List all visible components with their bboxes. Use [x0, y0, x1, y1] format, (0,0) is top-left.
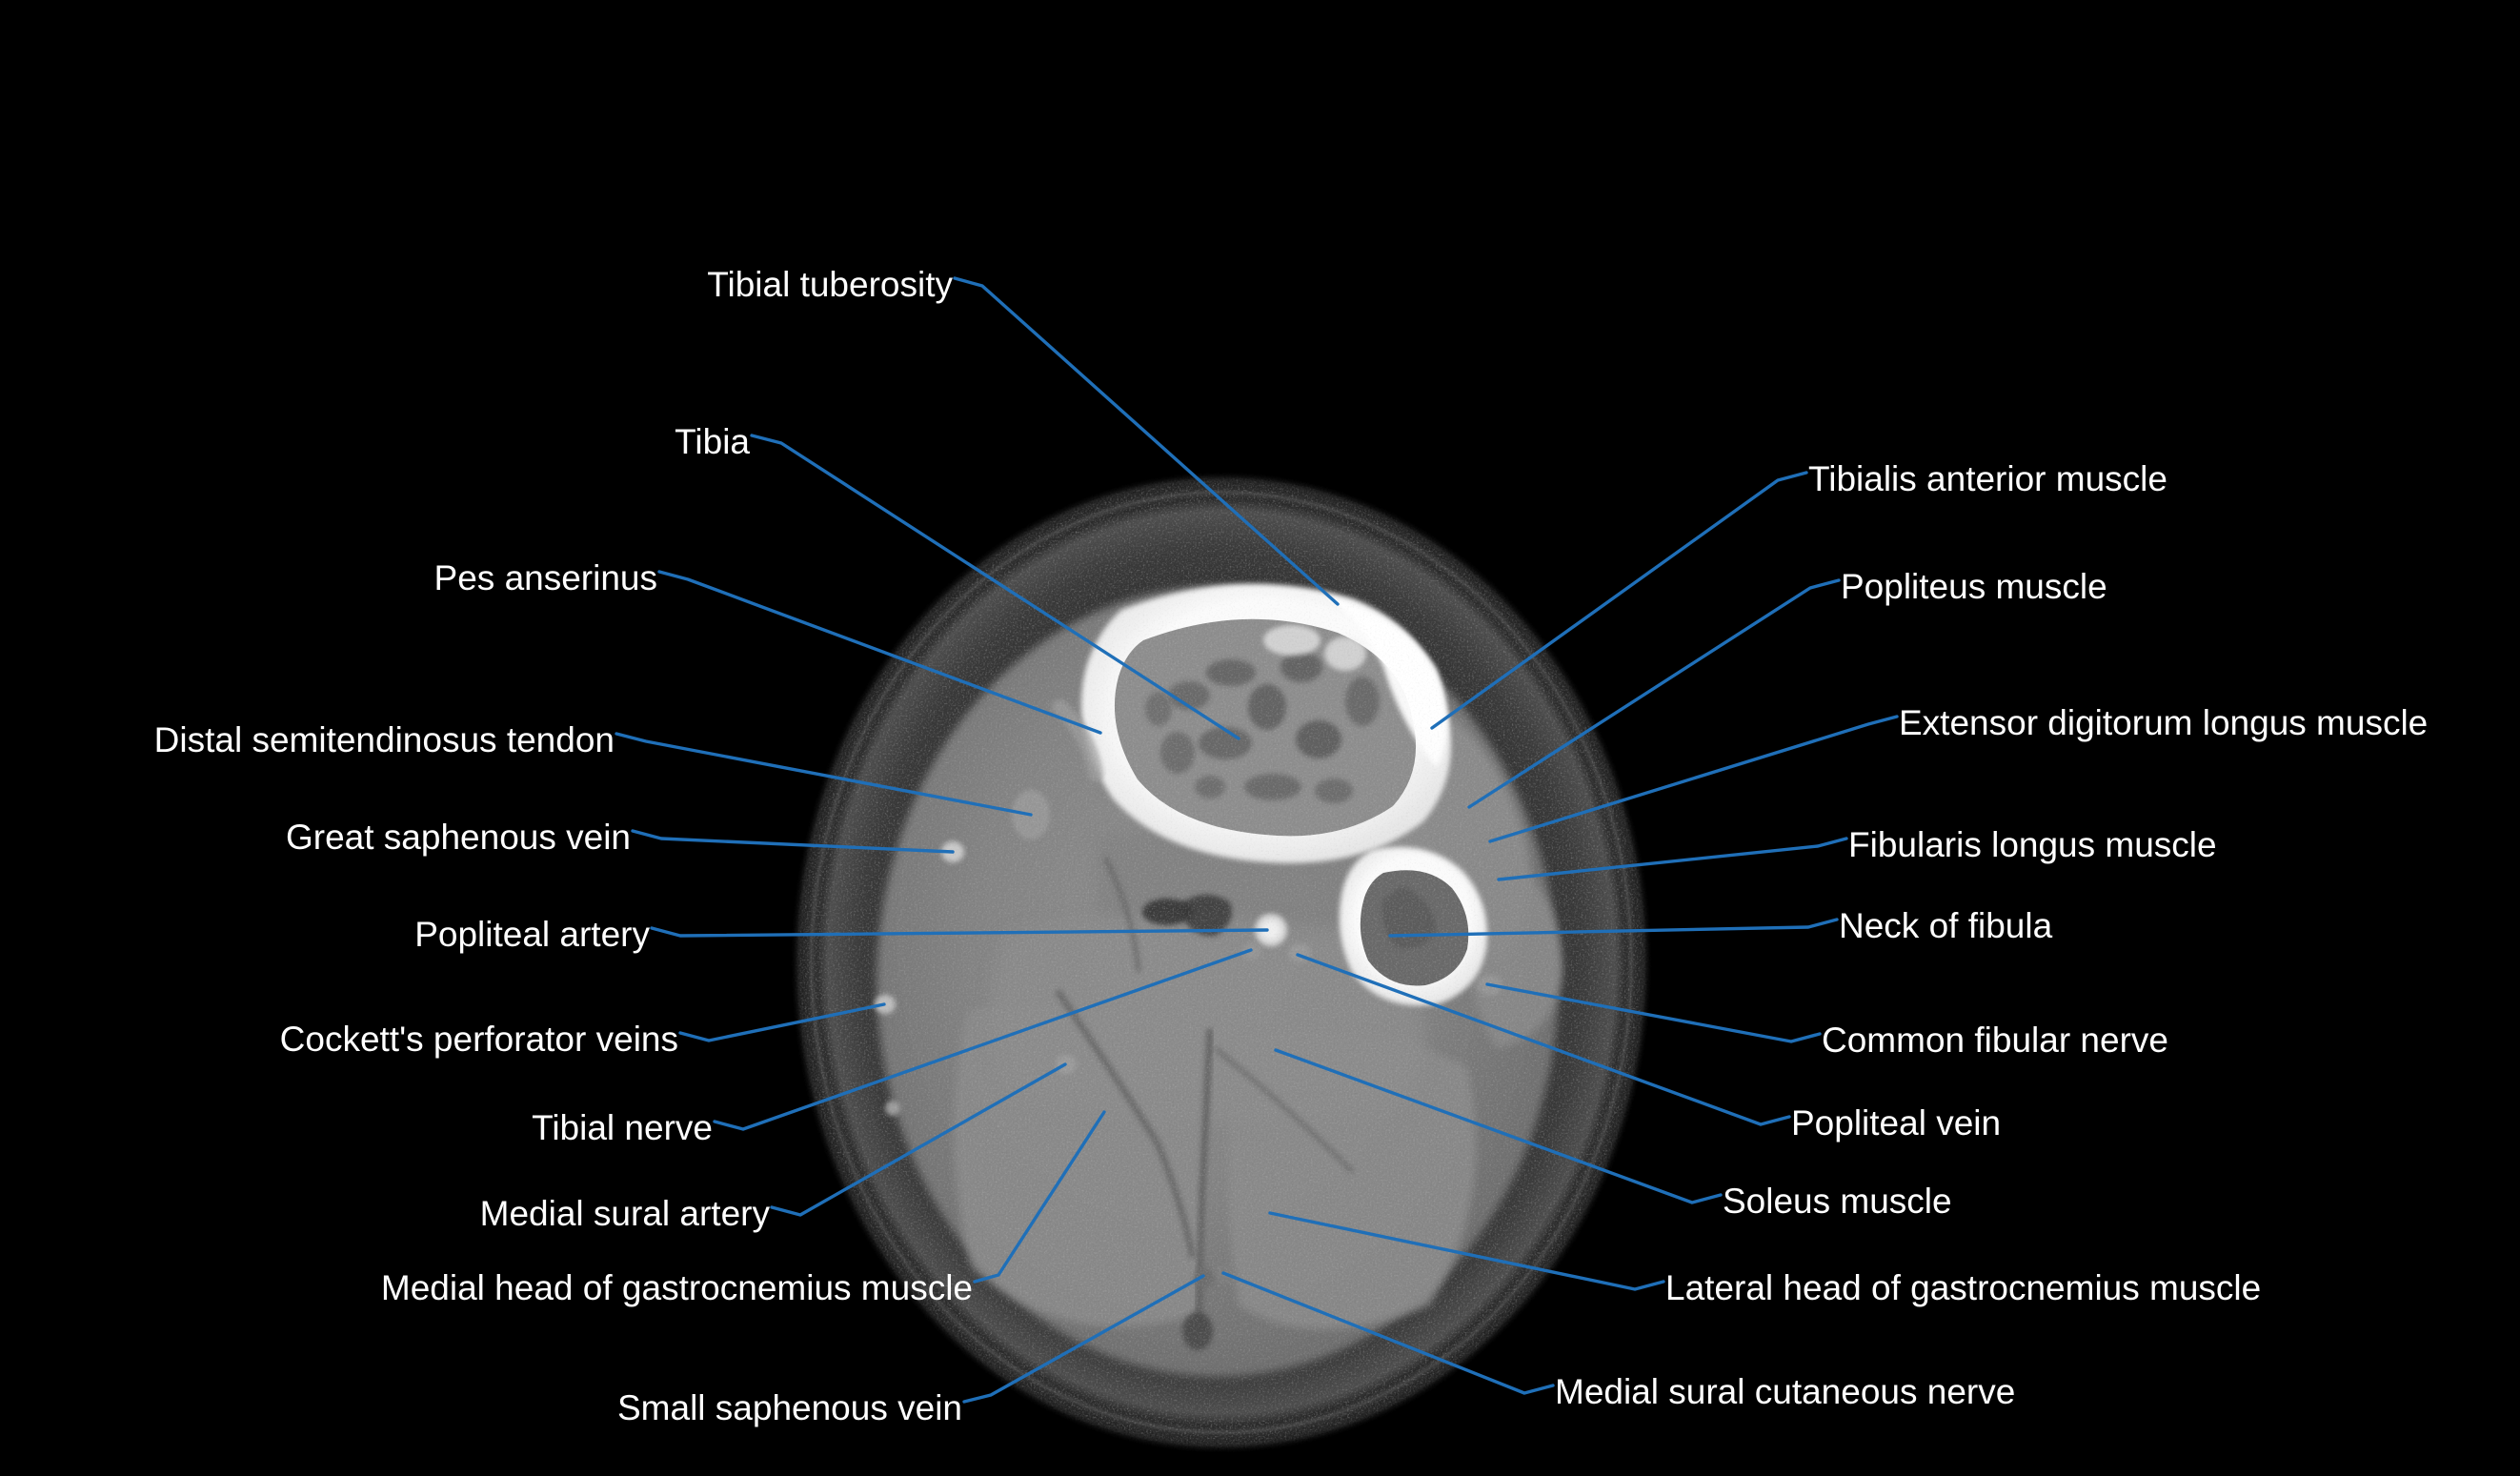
label-medial-head-of-gastrocnemius-muscle: Medial head of gastrocnemius muscle — [380, 1268, 973, 1307]
label-tibialis-anterior-muscle: Tibialis anterior muscle — [1808, 459, 2167, 498]
label-popliteus-muscle: Popliteus muscle — [1841, 567, 2107, 606]
label-medial-sural-cutaneous-nerve: Medial sural cutaneous nerve — [1555, 1372, 2016, 1411]
label-small-saphenous-vein: Small saphenous vein — [617, 1388, 962, 1427]
label-common-fibular-nerve: Common fibular nerve — [1822, 1021, 2168, 1060]
label-extensor-digitorum-longus-muscle: Extensor digitorum longus muscle — [1899, 703, 2429, 742]
label-distal-semitendinosus-tendon: Distal semitendinosus tendon — [153, 720, 615, 759]
label-popliteal-artery: Popliteal artery — [414, 915, 650, 954]
label-pes-anserinus: Pes anserinus — [433, 558, 657, 597]
label-medial-sural-artery: Medial sural artery — [479, 1194, 770, 1233]
label-lateral-head-of-gastrocnemius-muscle: Lateral head of gastrocnemius muscle — [1665, 1268, 2262, 1307]
label-neck-of-fibula: Neck of fibula — [1839, 906, 2053, 945]
label-tibial-tuberosity: Tibial tuberosity — [707, 265, 953, 304]
label-cocketts-perforator-veins: Cockett's perforator veins — [279, 1020, 678, 1059]
label-tibia: Tibia — [675, 422, 750, 461]
label-fibularis-longus-muscle: Fibularis longus muscle — [1848, 825, 2217, 864]
label-great-saphenous-vein: Great saphenous vein — [285, 818, 631, 857]
label-soleus-muscle: Soleus muscle — [1723, 1182, 1952, 1221]
label-tibial-nerve: Tibial nerve — [532, 1108, 713, 1147]
label-popliteal-vein: Popliteal vein — [1791, 1103, 2002, 1142]
